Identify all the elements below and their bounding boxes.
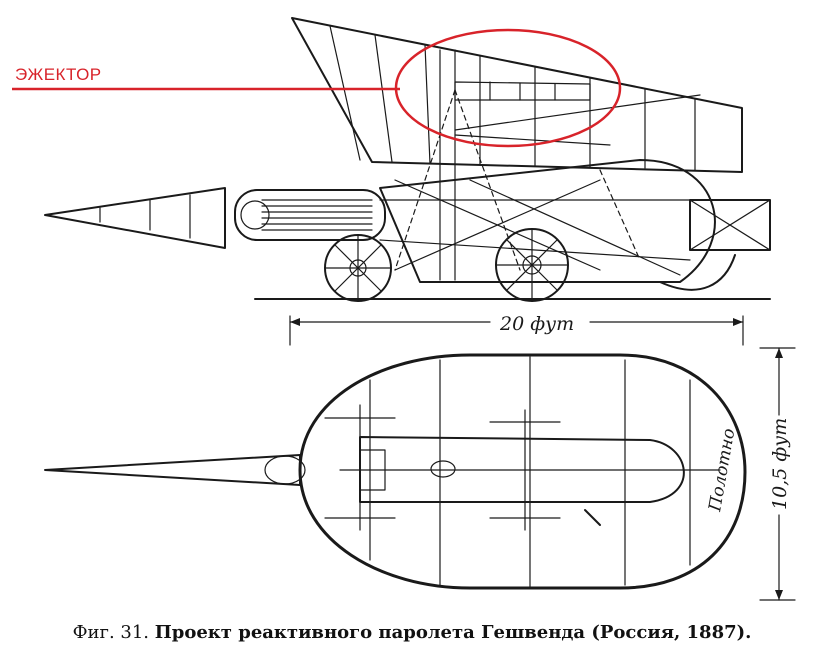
ejector-nozzle — [454, 81, 591, 101]
length-dimension: 20 фут — [289, 313, 744, 346]
ejector-callout: ЭЖЕКТОР — [12, 28, 622, 148]
length-label: 20 фут — [499, 313, 574, 335]
ejector-label: ЭЖЕКТОР — [15, 65, 102, 84]
caption-prefix: Фиг. 31. — [72, 622, 150, 643]
side-view — [44, 17, 771, 302]
width-label: 10,5 фут — [769, 418, 791, 510]
plan-view: Полотно — [44, 353, 747, 590]
width-dimension: 10,5 фут — [759, 347, 796, 601]
caption-text: Проект реактивного паролета Гешвенда (Ро… — [154, 622, 752, 643]
front-wheel — [324, 234, 392, 302]
rear-wheel — [495, 228, 569, 302]
figure-caption: Фиг. 31. Проект реактивного паролета Геш… — [0, 622, 824, 643]
